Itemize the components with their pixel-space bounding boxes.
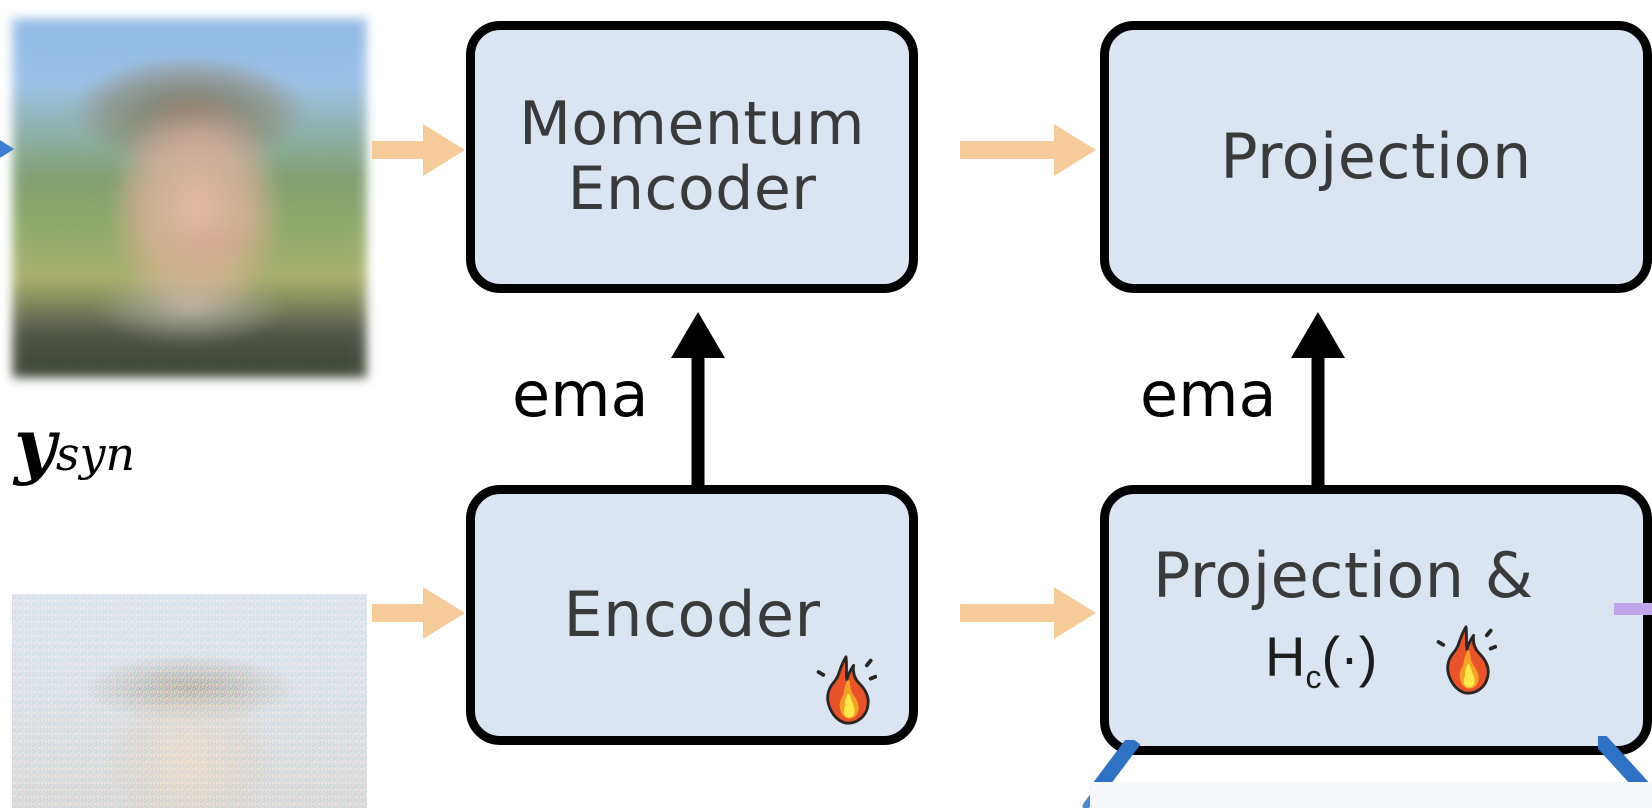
arrow-shaft xyxy=(372,141,427,159)
blurred-synthetic-image xyxy=(12,18,367,378)
caption-subscript: syn xyxy=(55,427,136,481)
arrow-shaft xyxy=(1311,352,1325,492)
fire-icon xyxy=(1437,625,1498,696)
purple-connector-right xyxy=(1614,603,1652,615)
arrow-head-icon xyxy=(1291,312,1345,358)
incoming-blue-arrow-icon xyxy=(0,140,14,158)
ema-arrow-encoder xyxy=(668,312,728,492)
ema-label-right: ema xyxy=(1140,358,1277,431)
ema-arrow-projection xyxy=(1288,312,1348,492)
node-projection-label: Projection xyxy=(1220,119,1532,193)
arrow-head-icon xyxy=(423,587,465,639)
lower-panel-background xyxy=(1090,782,1652,808)
formula-base: H xyxy=(1265,625,1306,689)
arrow-shaft xyxy=(372,604,427,622)
arrow-head-icon xyxy=(1054,124,1096,176)
node-encoder-label: Encoder xyxy=(563,577,821,651)
formula-subscript: c xyxy=(1305,659,1322,696)
blue-connector-right xyxy=(1598,736,1652,797)
node-projection-head[interactable]: Projection & Hc(·) xyxy=(1100,485,1652,755)
formula-tail: (·) xyxy=(1321,625,1378,689)
node-projection-head-label: Projection & xyxy=(1153,539,1534,613)
arrow-shaft xyxy=(960,141,1058,159)
noisy-synthetic-image xyxy=(12,594,367,808)
input-caption-y-syn: ysyn xyxy=(14,402,135,487)
node-projection-head-formula-row: Hc(·) xyxy=(1147,624,1498,696)
arrow-head-icon xyxy=(1054,587,1096,639)
node-encoder[interactable]: Encoder xyxy=(466,485,918,745)
projection-head-formula: Hc(·) xyxy=(1265,624,1377,696)
arrow-head-icon xyxy=(671,312,725,358)
fire-icon xyxy=(816,655,877,725)
node-momentum-encoder[interactable]: Momentum Encoder xyxy=(466,21,918,293)
arrow-head-icon xyxy=(423,124,465,176)
ema-label-left: ema xyxy=(512,358,649,431)
caption-base: y xyxy=(14,402,56,487)
arrow-shaft xyxy=(691,352,705,492)
node-projection[interactable]: Projection xyxy=(1100,21,1652,293)
node-momentum-encoder-label: Momentum Encoder xyxy=(519,89,865,224)
arrow-shaft xyxy=(960,604,1058,622)
